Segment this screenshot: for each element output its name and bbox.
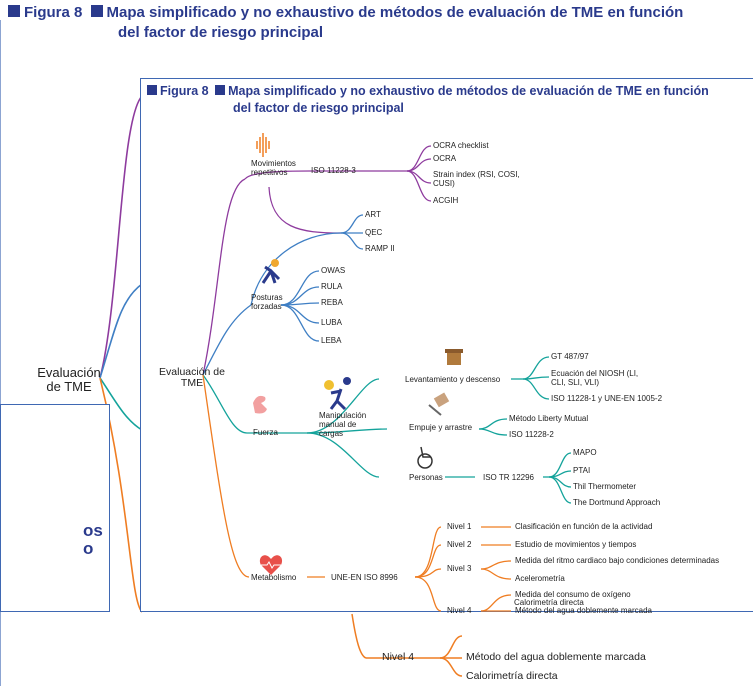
front-title-line1: Mapa simplificado y no exhaustivo de mét… bbox=[228, 84, 709, 98]
level-label: Nivel 3 bbox=[447, 564, 472, 573]
method-item: LUBA bbox=[321, 318, 342, 327]
back-title-line1: Mapa simplificado y no exhaustivo de mét… bbox=[106, 4, 684, 21]
method-item: MAPO bbox=[573, 448, 597, 457]
repetitive-standard: ISO 11228-3 bbox=[311, 166, 356, 175]
back-nivel4-label: Nivel 4 bbox=[382, 651, 415, 663]
square-bullet-icon bbox=[147, 85, 157, 95]
back-figure-title: Figura 8 Mapa simplificado y no exhausti… bbox=[8, 4, 683, 21]
method-item: Medida del consumo de oxígeno bbox=[515, 590, 631, 599]
back-root-label: Evaluación de TME bbox=[37, 365, 101, 394]
back-title-line2: del factor de riesgo principal bbox=[118, 24, 324, 41]
method-item: GT 487/97 bbox=[551, 352, 589, 361]
hand-truck-icon bbox=[428, 392, 450, 416]
level-label: Nivel 2 bbox=[447, 540, 472, 549]
method-item: Strain index (RSI, COSI, CUSI) bbox=[433, 170, 520, 188]
back-fig-label: Figura 8 bbox=[24, 4, 83, 21]
method-item: Calorimetría directa bbox=[514, 598, 584, 607]
back-nivel4-item: Método del agua doblemente marcada bbox=[466, 651, 646, 663]
overlay-text-1: os bbox=[83, 521, 103, 540]
wheelchair-icon bbox=[417, 446, 433, 469]
front-fig-label: Figura 8 bbox=[160, 84, 209, 98]
sound-wave-icon bbox=[256, 133, 270, 157]
front-figure-title: Figura 8 Mapa simplificado y no exhausti… bbox=[147, 84, 709, 98]
method-item: ISO 11228-2 bbox=[509, 430, 554, 439]
manual-handling-label: Manipulación manual de cargas bbox=[319, 411, 367, 438]
method-item: OCRA bbox=[433, 154, 457, 163]
method-item: RAMP II bbox=[365, 244, 395, 253]
method-item: The Dortmund Approach bbox=[573, 498, 661, 507]
method-item: Método Liberty Mutual bbox=[509, 414, 589, 423]
square-bullet-icon bbox=[90, 5, 103, 17]
persons-standard: ISO TR 12296 bbox=[483, 473, 534, 482]
lifting-label: Levantamiento y descenso bbox=[405, 375, 501, 384]
front-title-line2: del factor de riesgo principal bbox=[233, 101, 404, 115]
level-label: Nivel 4 bbox=[447, 606, 472, 615]
metabolism-label: Metabolismo bbox=[251, 573, 297, 582]
force-label: Fuerza bbox=[253, 428, 278, 437]
person-carrying-ball-icon bbox=[324, 377, 351, 411]
method-item: LEBA bbox=[321, 336, 342, 345]
square-bullet-icon bbox=[215, 85, 226, 95]
method-item: Estudio de movimientos y tiempos bbox=[515, 540, 637, 549]
method-item: OCRA checklist bbox=[433, 141, 489, 150]
method-item: Ecuación del NIOSH (LI, CLI, SLI, VLI) bbox=[551, 369, 639, 387]
method-item: Método del agua doblemente marcada bbox=[515, 606, 652, 615]
bending-person-icon bbox=[261, 259, 281, 284]
method-item: Medida del ritmo cardiaco bajo condicion… bbox=[515, 556, 720, 565]
method-item: PTAI bbox=[573, 466, 591, 475]
method-item: Clasificación en función de la actividad bbox=[515, 522, 653, 531]
heart-pulse-icon bbox=[259, 555, 283, 575]
method-item: QEC bbox=[365, 228, 383, 237]
square-bullet-icon bbox=[8, 5, 20, 17]
persons-label: Personas bbox=[409, 473, 443, 482]
front-figure: Figura 8 Mapa simplificado y no exhausti… bbox=[140, 78, 753, 615]
method-item: Thil Thermometer bbox=[573, 482, 636, 491]
method-item: OWAS bbox=[321, 266, 346, 275]
flexed-arm-icon bbox=[253, 395, 267, 414]
postures-label: Posturas forzadas bbox=[251, 293, 283, 311]
method-item: ART bbox=[365, 210, 381, 219]
metabolism-standard: UNE-EN ISO 8996 bbox=[331, 573, 398, 582]
box-icon bbox=[445, 349, 463, 365]
level-label: Nivel 1 bbox=[447, 522, 472, 531]
front-figure-connectors bbox=[202, 133, 572, 612]
method-item: ISO 11228-1 y UNE-EN 1005-2 bbox=[551, 394, 663, 403]
repetitive-label: Movimientos repetitivos bbox=[251, 159, 296, 177]
method-item: ACGIH bbox=[433, 196, 459, 205]
overlay-box: os o bbox=[0, 404, 110, 612]
method-item: REBA bbox=[321, 298, 343, 307]
back-nivel4-item: Calorimetría directa bbox=[466, 670, 558, 682]
method-item: RULA bbox=[321, 282, 343, 291]
overlay-text-2: o bbox=[83, 539, 94, 558]
method-item: Acelerometría bbox=[515, 574, 565, 583]
front-root-label: Evaluación de TME bbox=[159, 366, 225, 389]
pushing-label: Empuje y arrastre bbox=[409, 423, 473, 432]
